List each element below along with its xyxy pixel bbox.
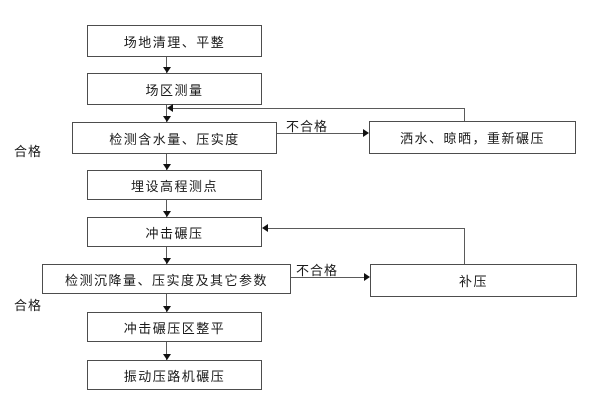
arrow-down-icon xyxy=(163,164,171,170)
flow-step-area-leveling: 冲击碾压区整平 xyxy=(87,312,262,342)
arrow-right-icon xyxy=(363,129,369,137)
flow-step-site-survey: 场区测量 xyxy=(87,73,262,105)
connector-line xyxy=(166,200,167,217)
connector-line xyxy=(172,108,464,109)
connector-line xyxy=(277,133,363,134)
flow-step-vibratory-rolling: 振动压路机碾压 xyxy=(87,360,262,390)
connector-line xyxy=(464,228,465,264)
arrow-down-icon xyxy=(163,306,171,312)
connector-line xyxy=(166,247,167,264)
fail-label-lower: 不合格 xyxy=(296,264,339,279)
connector-line xyxy=(166,154,167,170)
flow-step-supplementary-compaction: 补压 xyxy=(370,264,577,297)
connector-line xyxy=(166,294,167,312)
arrow-down-icon xyxy=(163,211,171,217)
flow-step-test-settlement: 检测沉降量、压实度及其它参数 xyxy=(42,264,291,294)
flow-step-impact-rolling: 冲击碾压 xyxy=(87,217,262,247)
connector-line xyxy=(291,277,364,278)
pass-label-lower: 合格 xyxy=(14,299,43,314)
flow-step-test-moisture-compaction: 检测含水量、压实度 xyxy=(72,122,277,154)
arrow-left-icon xyxy=(262,224,268,232)
pass-label-upper: 合格 xyxy=(14,145,43,160)
arrow-down-icon xyxy=(163,67,171,73)
flow-step-site-clearing: 场地清理、平整 xyxy=(87,25,262,57)
arrow-down-icon xyxy=(163,354,171,360)
arrow-left-icon xyxy=(167,104,173,112)
arrow-down-icon xyxy=(163,116,171,122)
connector-line xyxy=(268,228,464,229)
connector-line xyxy=(166,57,167,73)
flow-step-elevation-points: 埋设高程测点 xyxy=(87,170,262,200)
arrow-down-icon xyxy=(163,258,171,264)
arrow-right-icon xyxy=(364,273,370,281)
connector-line xyxy=(166,105,167,122)
fail-label-upper: 不合格 xyxy=(286,120,329,135)
connector-line xyxy=(464,108,465,121)
flow-step-rework-water-dry-reroll: 洒水、晾晒，重新碾压 xyxy=(369,121,576,154)
connector-line xyxy=(166,342,167,360)
